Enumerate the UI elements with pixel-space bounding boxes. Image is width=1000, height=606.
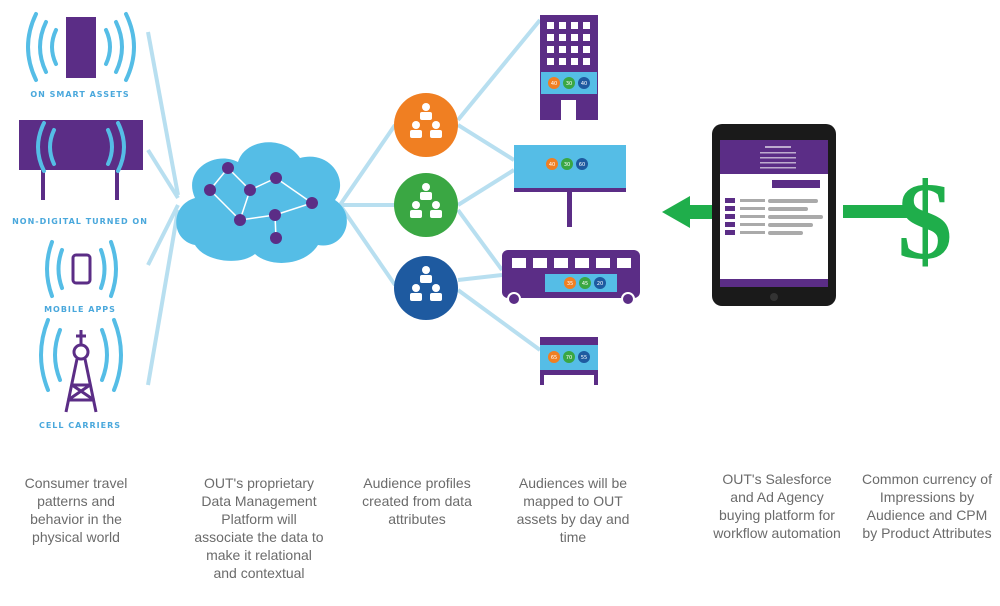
building-window bbox=[547, 58, 554, 65]
person-body bbox=[420, 192, 432, 200]
data-cloud-icon bbox=[176, 142, 347, 263]
caption-salesforce: OUT's Salesforce and Ad Agency buying pl… bbox=[713, 471, 841, 541]
building-window bbox=[583, 58, 590, 65]
audience-profile-green-icon bbox=[394, 173, 458, 237]
building-badge-3: 40 bbox=[581, 81, 587, 87]
building-window bbox=[559, 58, 566, 65]
non-digital-billboard-icon bbox=[19, 120, 143, 200]
person-head bbox=[422, 183, 430, 191]
person-head bbox=[432, 121, 440, 129]
building-asset-icon: 40 30 40 bbox=[540, 15, 598, 120]
caption-dmp: OUT's proprietary Data Management Platfo… bbox=[194, 475, 324, 581]
dollar-symbol: $ bbox=[898, 160, 953, 282]
smart-asset-icon bbox=[26, 12, 136, 82]
building-window bbox=[571, 34, 578, 41]
person-head bbox=[432, 284, 440, 292]
person-body bbox=[430, 210, 442, 218]
person-head bbox=[412, 201, 420, 209]
building-window bbox=[547, 34, 554, 41]
person-body bbox=[410, 130, 422, 138]
building-badge-2: 30 bbox=[566, 81, 572, 87]
bus-badge-3: 20 bbox=[597, 281, 603, 287]
person-body bbox=[420, 112, 432, 120]
source-label-non-digital: NON-DIGITAL TURNED ON bbox=[12, 217, 148, 226]
kiosk-badge-3: 55 bbox=[581, 355, 587, 361]
building-window bbox=[547, 22, 554, 29]
caption-currency: Common currency of Impressions by Audien… bbox=[862, 471, 992, 541]
tablet-icon bbox=[712, 124, 836, 306]
cloud-connectors bbox=[338, 123, 397, 287]
cell-tower-icon bbox=[39, 318, 123, 413]
source-label-mobile-apps: MOBILE APPS bbox=[44, 305, 116, 314]
caption-consumer: Consumer travel patterns and behavior in… bbox=[24, 475, 128, 545]
bus-badge-2: 45 bbox=[582, 281, 588, 287]
building-window bbox=[559, 34, 566, 41]
person-body bbox=[420, 275, 432, 283]
billboard-asset-icon: 40 30 60 bbox=[514, 145, 626, 227]
building-window bbox=[583, 46, 590, 53]
building-window bbox=[583, 22, 590, 29]
building-window bbox=[547, 46, 554, 53]
person-head bbox=[422, 103, 430, 111]
building-window bbox=[571, 58, 578, 65]
person-body bbox=[430, 293, 442, 301]
kiosk-badge-1: 65 bbox=[551, 355, 557, 361]
mobile-phone-icon bbox=[45, 240, 118, 298]
source-label-smart-assets: ON SMART ASSETS bbox=[30, 90, 130, 99]
kiosk-badge-2: 70 bbox=[566, 355, 572, 361]
person-body bbox=[410, 293, 422, 301]
person-body bbox=[430, 130, 442, 138]
building-window bbox=[571, 46, 578, 53]
building-window bbox=[571, 22, 578, 29]
person-head bbox=[412, 121, 420, 129]
source-connectors bbox=[146, 31, 180, 386]
kiosk-asset-icon: 65 70 55 bbox=[540, 337, 598, 385]
caption-mapped: Audiences will be mapped to OUT assets b… bbox=[516, 475, 630, 545]
building-badge-1: 40 bbox=[551, 81, 557, 87]
dollar-sign-icon: $ bbox=[843, 160, 953, 282]
source-label-cell-carriers: CELL CARRIERS bbox=[38, 421, 122, 430]
caption-profiles: Audience profiles created from data attr… bbox=[362, 475, 472, 527]
left-arrow-icon bbox=[662, 196, 712, 228]
audience-profile-navy-icon bbox=[394, 256, 458, 320]
billboard-badge-3: 60 bbox=[579, 162, 585, 168]
building-window bbox=[559, 22, 566, 29]
billboard-badge-1: 40 bbox=[549, 162, 555, 168]
building-window bbox=[559, 46, 566, 53]
bus-asset-icon: 35 45 20 bbox=[502, 250, 640, 306]
person-head bbox=[422, 266, 430, 274]
building-window bbox=[583, 34, 590, 41]
person-head bbox=[412, 284, 420, 292]
asset-connectors bbox=[456, 18, 542, 352]
person-head bbox=[432, 201, 440, 209]
audience-profile-orange-icon bbox=[394, 93, 458, 157]
bus-badge-1: 35 bbox=[567, 281, 573, 287]
person-body bbox=[410, 210, 422, 218]
billboard-badge-2: 30 bbox=[564, 162, 570, 168]
